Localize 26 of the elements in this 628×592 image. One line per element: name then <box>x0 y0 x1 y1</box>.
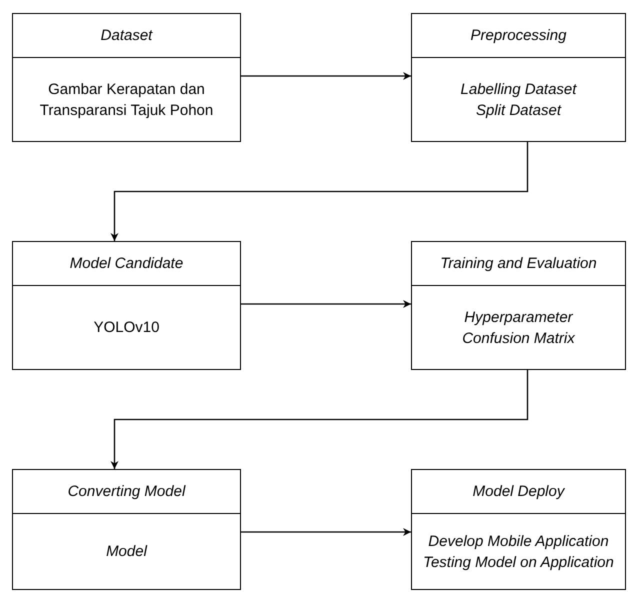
box-heading: Model Deploy <box>472 483 564 500</box>
arrow <box>241 528 411 536</box>
box-text: Confusion Matrix <box>462 328 575 348</box>
box-heading: Model Candidate <box>70 255 184 272</box>
arrow <box>241 300 411 308</box>
arrow <box>110 142 528 241</box>
box-text: Develop Mobile Application <box>428 532 609 552</box>
process-box <box>12 13 241 142</box>
box-heading: Converting Model <box>68 483 186 500</box>
box-text: Testing Model on Application <box>423 552 614 572</box>
box-text: Model <box>106 542 147 562</box>
box-text: Gambar Kerapatan dan Transparansi Tajuk Pohon <box>38 80 214 120</box>
process-box <box>12 241 241 370</box>
arrow <box>241 72 411 80</box>
process-box <box>411 13 626 142</box>
box-text: Labelling Dataset <box>460 80 576 100</box>
box-text: Split Dataset <box>476 100 562 120</box>
box-heading: Preprocessing <box>470 27 566 44</box>
arrow <box>110 370 528 469</box>
box-text: YOLOv10 <box>94 318 160 338</box>
box-text: Hyperparameter <box>464 308 573 328</box>
box-heading: Dataset <box>100 27 152 44</box>
box-heading: Training and Evaluation <box>440 255 597 272</box>
process-box <box>12 469 241 590</box>
process-box <box>411 469 626 590</box>
process-box <box>411 241 626 370</box>
